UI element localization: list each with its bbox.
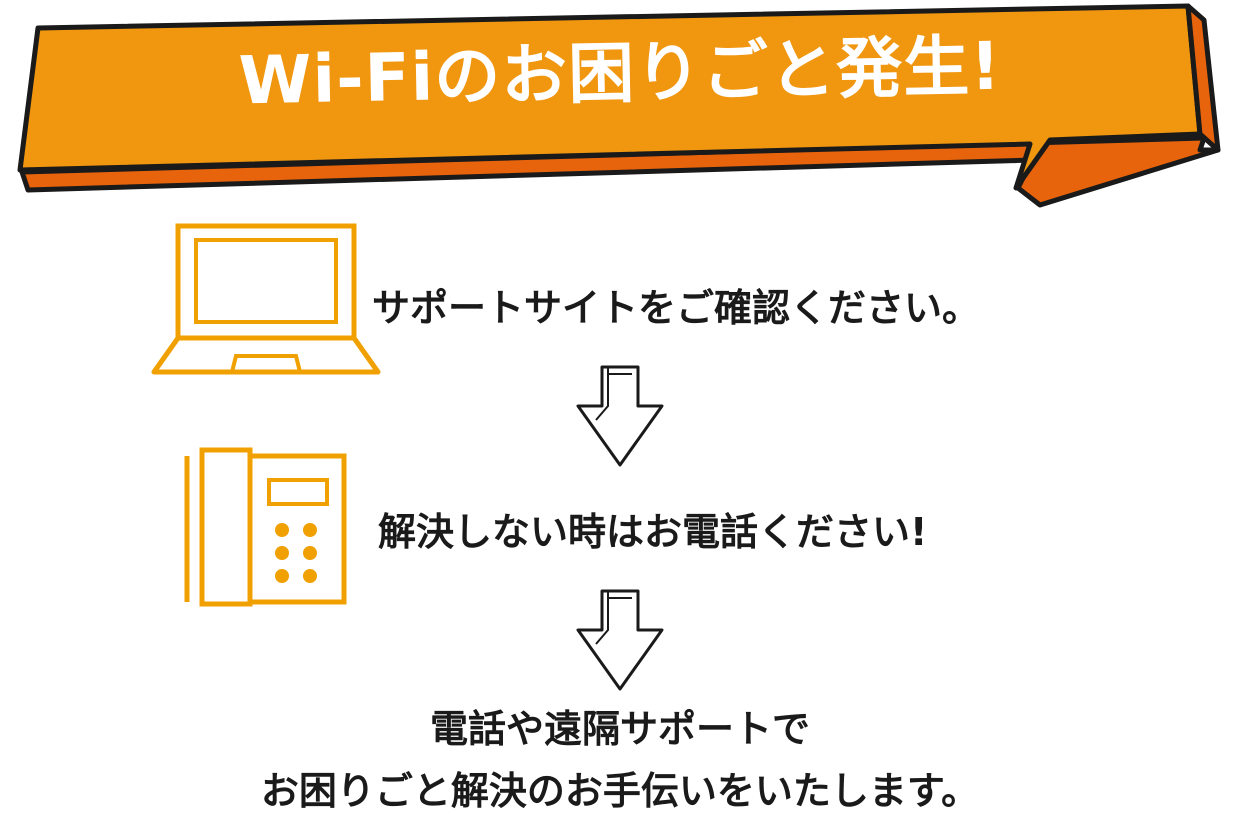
final-message-line-2: お困りごと解決のお手伝いをいたします。 [260,769,980,813]
banner: Wi-Fiのお困りごと発生! [0,0,1240,220]
step-2-text: 解決しない時はお電話ください! [378,510,928,554]
telephone-icon [182,446,350,612]
final-message: 電話や遠隔サポートで お困りごと解決のお手伝いをいたします。 [0,698,1240,822]
step-1-text: サポートサイトをご確認ください。 [372,286,981,330]
final-message-line-1: 電話や遠隔サポートで [429,707,810,751]
down-arrow-icon [574,588,666,698]
laptop-icon [150,222,382,382]
down-arrow-icon [574,364,666,474]
banner-shape [17,3,1221,208]
